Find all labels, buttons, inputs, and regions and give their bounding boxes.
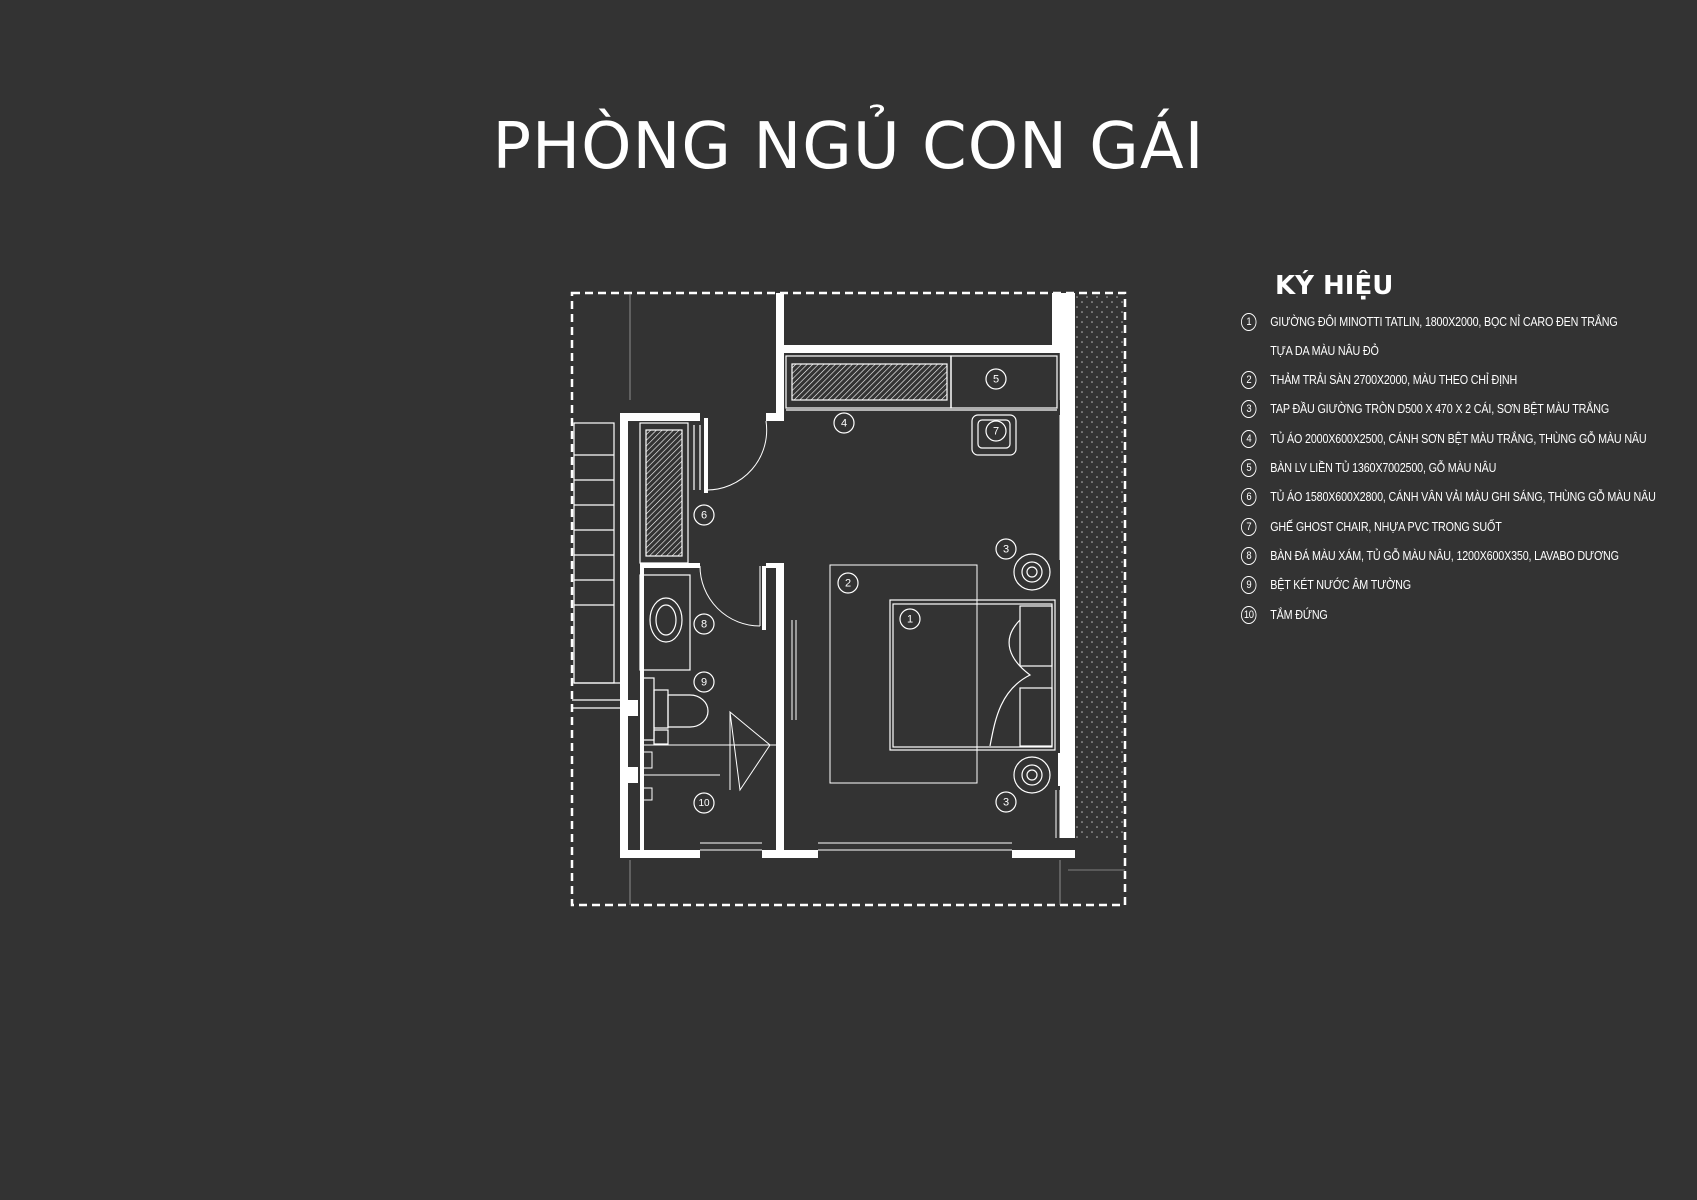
legend-number: 9 <box>1241 576 1257 595</box>
vanity-8 <box>639 574 691 671</box>
legend-number: 7 <box>1241 517 1257 536</box>
legend-item: 2 THẢM TRẢI SÀN 2700X2000, MÀU THEO CHỈ Đ… <box>1241 371 1611 400</box>
legend-number: 4 <box>1241 429 1257 448</box>
page-title: PHÒNG NGỦ CON GÁI <box>492 110 1205 184</box>
boundary-dashed <box>570 291 1127 907</box>
legend-text: GHẾ GHOST CHAIR, NHỰA PVC TRONG SUỐT <box>1270 519 1502 534</box>
tag-7 <box>985 420 1007 442</box>
legend-item: 4 TỦ ÁO 2000X600X2500, CÁNH SƠN BỆT MÀU T… <box>1241 429 1647 459</box>
windows <box>700 415 1065 851</box>
tag-4 <box>833 412 855 434</box>
toilet-9 <box>641 677 709 745</box>
legend-number: 5 <box>1241 459 1257 478</box>
legend-number: 10 <box>1241 605 1257 624</box>
tag-7-label: 7 <box>993 426 999 438</box>
tag-8 <box>693 613 715 635</box>
legend-title: KÝ HIỆU <box>1275 271 1394 301</box>
bed-1 <box>889 599 1056 751</box>
tag-3a-label: 3 <box>1003 544 1009 556</box>
rug-2 <box>829 564 978 784</box>
legend-text: BÀN ĐÁ MÀU XÁM, TỦ GỖ MÀU NÂU, 1200X600X… <box>1270 548 1619 563</box>
legend-item: 8 BÀN ĐÁ MÀU XÁM, TỦ GỖ MÀU NÂU, 1200X600… <box>1241 546 1619 576</box>
tag-9-label: 9 <box>701 677 707 689</box>
plan-tags <box>693 368 1017 814</box>
shower-10 <box>641 710 776 801</box>
legend-item: 5 BÀN LV LIỀN TỦ 1360X7002500, GỖ MÀU NÂU <box>1241 459 1611 488</box>
legend: KÝ HIỆU 1 GIƯỜNG ĐÔI MINOTTI TATLIN, 1800… <box>1241 272 1671 635</box>
wardrobe-4 <box>785 355 1058 411</box>
door-bathroom <box>699 565 766 630</box>
legend-item: 10 TẮM ĐỨNG <box>1241 605 1611 635</box>
legend-text: TỦ ÁO 2000X600X2500, CÁNH SƠN BỆT MÀU TR… <box>1270 431 1647 446</box>
legend-item: 9 BỆT KÉT NƯỚC ÂM TƯỜNG <box>1241 576 1611 605</box>
legend-item: TỰA DA MÀU NÂU ĐỎ <box>1241 342 1611 371</box>
tag-10 <box>693 792 715 814</box>
legend-number: 1 <box>1241 312 1257 331</box>
tag-2-label: 2 <box>845 578 851 590</box>
legend-item: 1 GIƯỜNG ĐÔI MINOTTI TATLIN, 1800X2000, B… <box>1241 312 1618 342</box>
legend-item: 7 GHẾ GHOST CHAIR, NHỰA PVC TRONG SUỐT <box>1241 517 1611 547</box>
tag-6 <box>693 504 715 526</box>
tag-8-label: 8 <box>701 619 707 631</box>
legend-text: TỦ ÁO 1580X600X2800, CÁNH VÂN VẢI MÀU GH… <box>1270 490 1656 505</box>
tag-3a <box>995 538 1017 560</box>
tag-3b-label: 3 <box>1003 797 1009 809</box>
legend-text: TẮM ĐỨNG <box>1270 607 1328 622</box>
legend-text: BÀN LV LIỀN TỦ 1360X7002500, GỖ MÀU NÂU <box>1270 461 1497 476</box>
tag-5-label: 5 <box>993 374 999 386</box>
tag-3b <box>995 791 1017 813</box>
exterior-dotted-strip <box>1075 293 1123 838</box>
balcony-railing <box>572 422 620 709</box>
tag-1 <box>899 608 921 630</box>
tag-9 <box>693 671 715 693</box>
legend-text: THẢM TRẢI SÀN 2700X2000, MÀU THEO CHỈ ĐỊ… <box>1270 373 1518 388</box>
tag-5 <box>985 368 1007 390</box>
legend-text: BỆT KÉT NƯỚC ÂM TƯỜNG <box>1270 578 1411 593</box>
tag-4-label: 4 <box>841 418 847 430</box>
tag-2 <box>837 572 859 594</box>
legend-text: TỰA DA MÀU NÂU ĐỎ <box>1270 343 1379 358</box>
legend-number: 6 <box>1241 488 1257 507</box>
wardrobe-6 <box>639 422 701 564</box>
legend-number <box>1241 342 1256 360</box>
legend-item: 3 TAP ĐẦU GIƯỜNG TRÒN D500 X 470 X 2 CÁI,… <box>1241 400 1611 429</box>
legend-item: 6 TỦ ÁO 1580X600X2800, CÁNH VÂN VẢI MÀU G… <box>1241 488 1656 517</box>
tag-10-label: 10 <box>698 798 710 809</box>
ghost-chair-7 <box>971 414 1017 456</box>
nightstands-3 <box>1013 553 1051 794</box>
legend-text: TAP ĐẦU GIƯỜNG TRÒN D500 X 470 X 2 CÁI, … <box>1270 402 1610 417</box>
legend-number: 2 <box>1241 371 1257 390</box>
floor-plan: 1 2 3 3 4 5 6 7 8 9 10 <box>570 291 1127 907</box>
tag-1-label: 1 <box>907 614 913 626</box>
door-main <box>704 418 768 493</box>
legend-text: GIƯỜNG ĐÔI MINOTTI TATLIN, 1800X2000, BỌ… <box>1270 314 1618 329</box>
legend-number: 8 <box>1241 546 1257 565</box>
legend-number: 3 <box>1241 400 1257 419</box>
tag-6-label: 6 <box>701 510 707 522</box>
legend-list: 1 GIƯỜNG ĐÔI MINOTTI TATLIN, 1800X2000, B… <box>1241 312 1671 635</box>
